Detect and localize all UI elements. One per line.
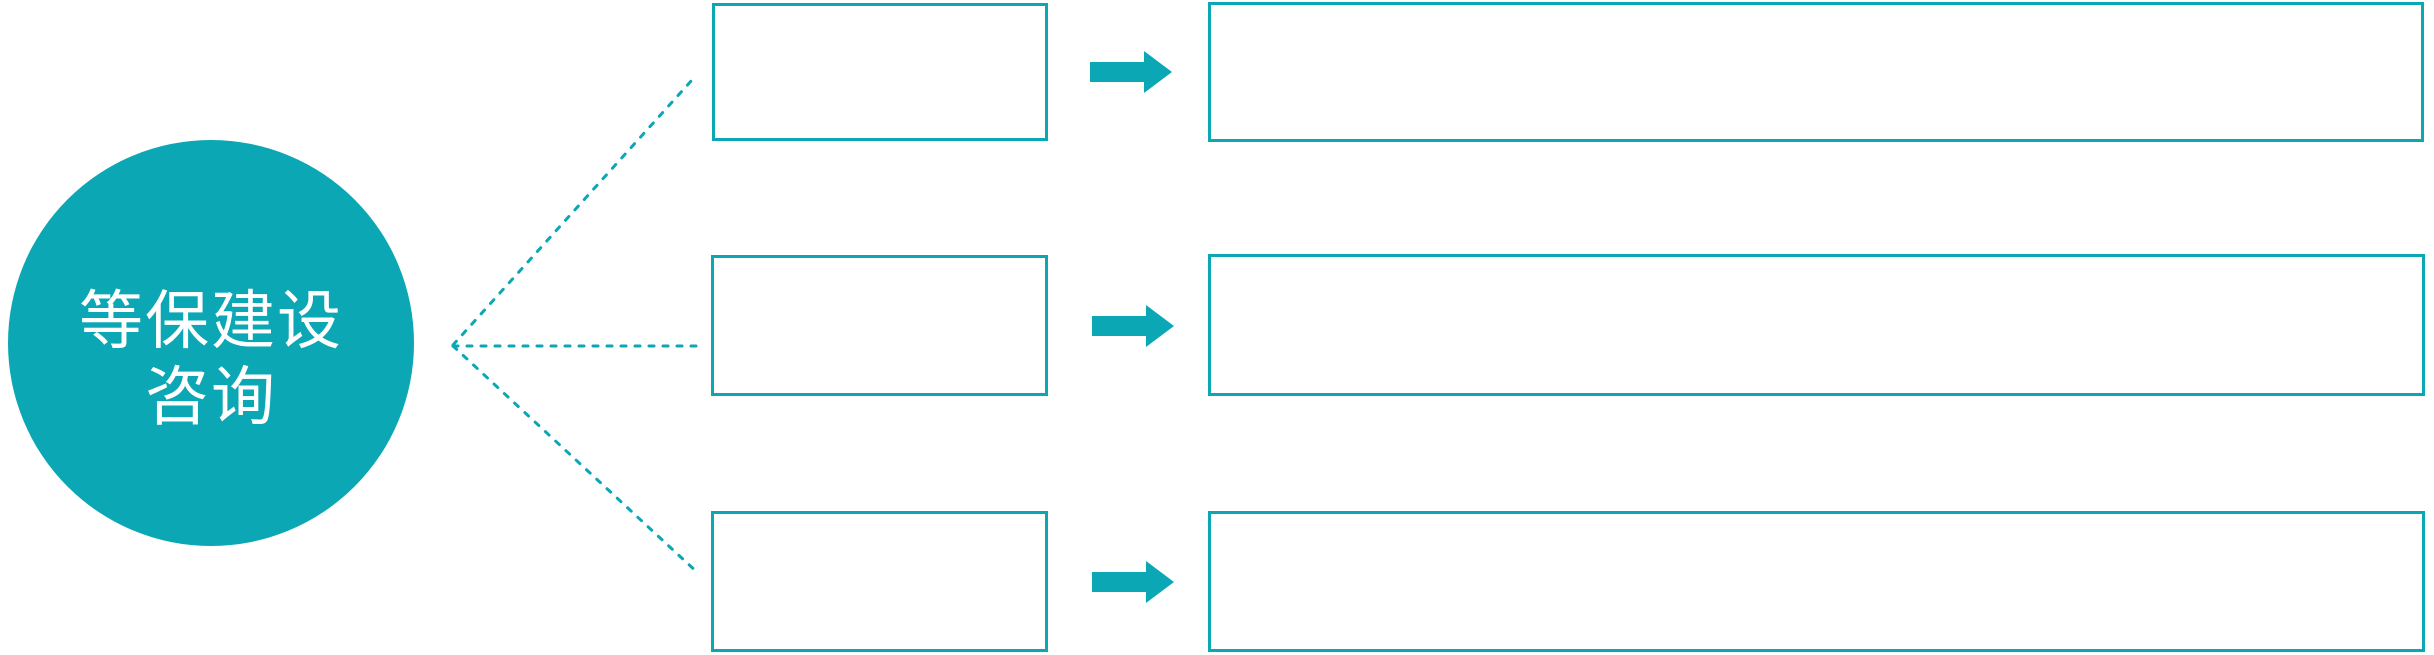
arrow-right-shape [1090, 51, 1172, 93]
root-node-circle: 等保建设 咨询 [8, 140, 414, 546]
root-node-label-line1: 等保建设 [79, 285, 343, 357]
step-box-small-1 [712, 3, 1048, 141]
arrow-right-shape [1092, 561, 1174, 603]
detail-box-large-3 [1208, 511, 2425, 652]
detail-box-large-2 [1208, 254, 2425, 396]
detail-box-large-1 [1208, 2, 2424, 142]
arrow-right-icon [1092, 305, 1174, 347]
connector-dotted-line-top [451, 78, 694, 347]
arrow-right-icon [1090, 51, 1172, 93]
connector-dotted-line-bottom [451, 344, 701, 576]
arrow-right-icon [1092, 561, 1174, 603]
step-box-small-2 [711, 255, 1048, 396]
root-node-label-line2: 咨询 [145, 361, 277, 433]
arrow-right-shape [1092, 305, 1174, 347]
step-box-small-3 [711, 511, 1048, 652]
